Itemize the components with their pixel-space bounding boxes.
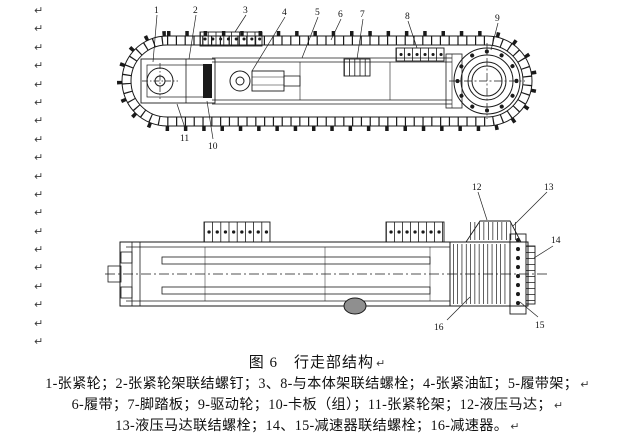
- figure-legend-line-1: 1-张紧轮；2-张紧轮架联结螺钉；3、8-与本体架联结螺栓；4-张紧油缸；5-履…: [0, 373, 635, 393]
- callout-label-2: 2: [193, 6, 198, 16]
- figure-legend-line-3: 13-液压马达联结螺栓；14、15-减速器联结螺栓；16-减速器。↵: [0, 415, 635, 435]
- paragraph-mark: ↵: [34, 59, 44, 73]
- figure-caption-line: 图 6 行走部结构↵: [0, 351, 635, 372]
- callout-label-11: 11: [180, 134, 189, 144]
- paragraph-mark: ↵: [34, 4, 44, 17]
- paragraph-mark: ↵: [34, 261, 44, 275]
- callout-label-8: 8: [405, 12, 410, 22]
- hydraulic-motor-reducer: [449, 220, 536, 315]
- callout-labels: 1 2 3 4 5 6 7 8 9 10 11 12 13 14 15 16: [154, 6, 561, 333]
- callout-label-4: 4: [282, 8, 287, 18]
- paragraph-mark: ↵: [34, 298, 44, 312]
- callout-label-15: 15: [535, 321, 545, 331]
- paragraph-mark: ↵: [34, 279, 44, 293]
- callout-label-5: 5: [315, 8, 320, 18]
- callout-label-12: 12: [472, 183, 482, 193]
- bolt-strip-left: [199, 31, 264, 47]
- paragraph-mark: ↵: [34, 316, 44, 330]
- paragraph-mark: ↵: [34, 243, 44, 257]
- paragraph-mark: ↵: [34, 77, 44, 91]
- bottom-view-drawing: [105, 220, 548, 315]
- bolt-strip-right: [395, 47, 446, 62]
- paragraph-mark: ↵: [34, 151, 44, 165]
- callout-label-13: 13: [544, 183, 554, 193]
- paragraph-mark: ↵: [510, 420, 520, 433]
- paragraph-mark: ↵: [34, 95, 44, 109]
- track-chain: [117, 31, 537, 131]
- frame-rails-plan: [161, 247, 431, 301]
- paragraph-mark: ↵: [34, 22, 44, 36]
- legend-text-3: 13-液压马达联结螺栓；14、15-减速器联结螺栓；16-减速器。: [115, 418, 509, 434]
- footboard: [343, 58, 371, 77]
- figure-caption: 图 6 行走部结构: [248, 355, 375, 371]
- paragraph-mark: ↵: [34, 224, 44, 238]
- drive-sprocket: [449, 43, 525, 119]
- tension-cylinder: [229, 70, 301, 92]
- paragraph-mark: ↵: [34, 169, 44, 183]
- tension-wheel-assembly: [140, 58, 216, 104]
- paragraph-mark: ↵: [34, 114, 44, 128]
- bolt-strip-plan-right: [385, 221, 446, 243]
- callout-label-1: 1: [154, 6, 159, 16]
- callout-label-3: 3: [243, 6, 248, 16]
- bolt-strip-plan-left: [203, 221, 272, 243]
- callout-label-10: 10: [208, 142, 218, 152]
- paragraph-mark: ↵: [553, 399, 564, 412]
- callout-label-6: 6: [338, 10, 343, 20]
- legend-text-2: 6-履带；7-脚踏板；9-驱动轮；10-卡板（组）；11-张紧轮架；12-液压马…: [71, 397, 552, 413]
- callout-label-16: 16: [434, 323, 444, 333]
- top-view-drawing: [117, 31, 537, 131]
- paragraph-mark: ↵: [34, 335, 44, 349]
- paragraph-mark: ↵: [34, 187, 44, 201]
- paragraph-mark: ↵: [580, 378, 590, 391]
- figure-legend-line-2: 6-履带；7-脚踏板；9-驱动轮；10-卡板（组）；11-张紧轮架；12-液压马…: [0, 394, 635, 414]
- paragraph-mark: ↵: [376, 357, 387, 370]
- callout-leaders: [152, 14, 554, 321]
- figure-drawing: 1 2 3 4 5 6 7 8 9 10 11 12 13 14 15 16: [105, 6, 561, 333]
- callout-label-9: 9: [495, 14, 500, 24]
- callout-label-7: 7: [360, 10, 365, 20]
- drain-hole: [343, 297, 367, 315]
- paragraph-mark-column: ↵ ↵ ↵ ↵ ↵ ↵ ↵ ↵ ↵ ↵ ↵ ↵ ↵ ↵ ↵ ↵ ↵ ↵ ↵: [34, 2, 43, 351]
- legend-text-1: 1-张紧轮；2-张紧轮架联结螺钉；3、8-与本体架联结螺栓；4-张紧油缸；5-履…: [45, 376, 579, 392]
- paragraph-mark: ↵: [34, 132, 44, 146]
- clamp-plate: [203, 64, 212, 98]
- frame-left-end: [107, 242, 141, 306]
- callout-label-14: 14: [551, 236, 561, 246]
- paragraph-mark: ↵: [34, 206, 44, 220]
- paragraph-mark: ↵: [34, 40, 44, 54]
